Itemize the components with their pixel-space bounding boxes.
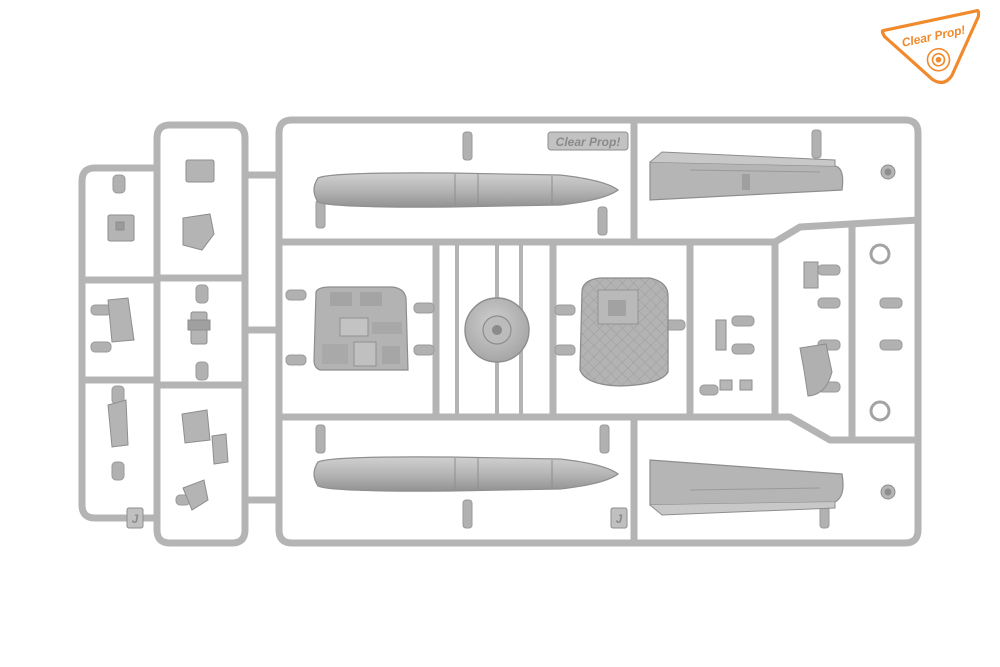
clear-prop-logo: Clear Prop! [880,9,981,85]
sprue-letter-tag-right: J [616,512,623,526]
round-disc-part [464,297,530,363]
propeller-icon [926,47,951,72]
drop-tank-upper [313,172,619,208]
small-parts-left [107,159,229,511]
drop-tank-lower [313,456,619,492]
runner-right-lower [786,413,922,444]
sprue-brand-tab: Clear Prop! [547,131,629,151]
sprue-letter-tags: J J [126,507,628,529]
main-frame-outer [275,116,922,547]
small-parts-right [715,164,896,500]
quilted-panel-part [579,277,669,387]
sprue-letter-tag-left: J [132,512,139,526]
sprue-molded-brand: Clear Prop! [556,135,621,149]
left-frame-outer [78,164,161,522]
cockpit-tub-part [313,286,409,371]
left-frame-middle [153,121,249,547]
fin-part-lower [649,459,844,516]
fin-part-upper [649,151,844,201]
runner-right-diagonal [771,216,922,246]
